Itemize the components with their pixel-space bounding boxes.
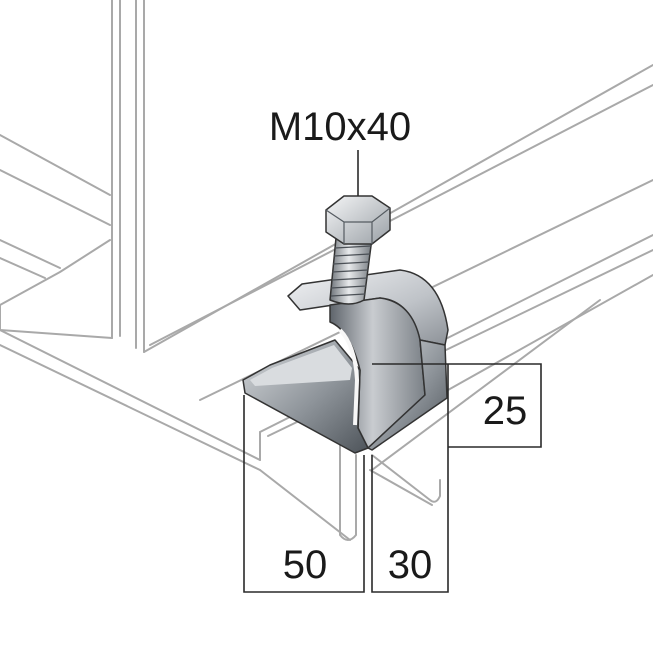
dimension-label-30: 30	[388, 543, 433, 587]
dimension-lines	[243, 150, 542, 593]
steel-structure	[0, 0, 653, 541]
dimension-box-30	[371, 364, 449, 593]
dimension-box-25	[448, 363, 542, 448]
bolt	[325, 195, 391, 305]
dimension-label-50: 50	[283, 543, 328, 587]
bolt-thread	[330, 245, 372, 297]
dimension-box-50	[243, 395, 365, 593]
dimension-label-25: 25	[483, 389, 528, 433]
dimension-labels: M10x40 25 50 30	[269, 105, 527, 587]
bolt-spec-label: M10x40	[269, 105, 411, 149]
bolt-head	[325, 195, 391, 245]
beam-clamp	[242, 269, 449, 454]
